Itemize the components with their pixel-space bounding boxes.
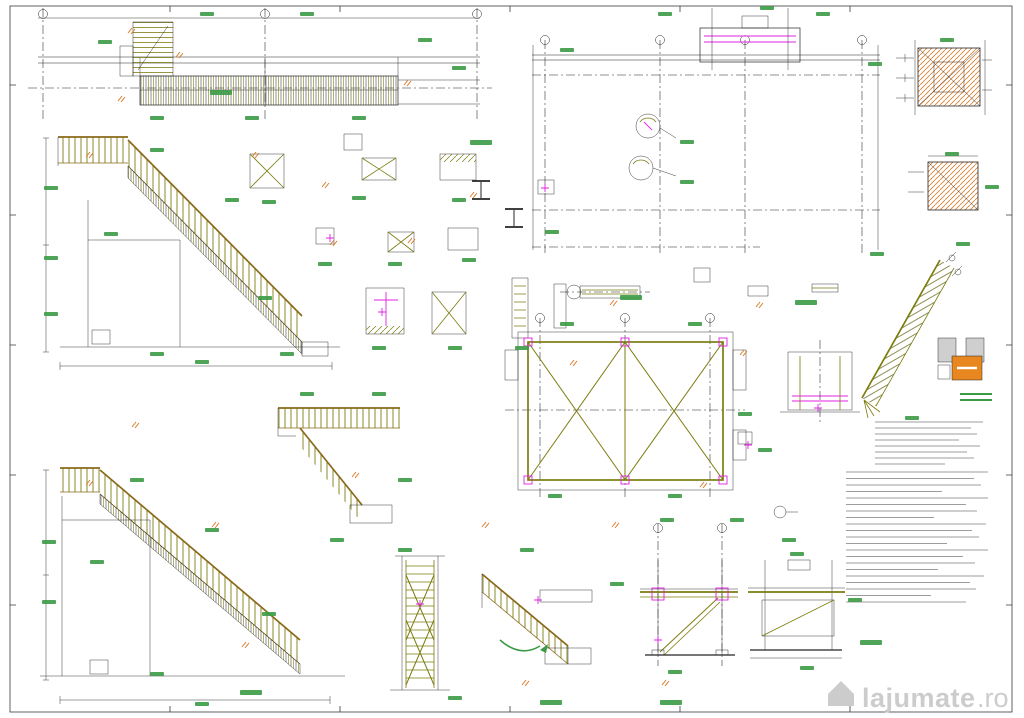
detail-sections-row	[249, 133, 524, 253]
detail-stair-axon	[481, 573, 593, 665]
view-stair-elevation-lower	[40, 467, 345, 704]
watermark-brand: lajumate	[862, 683, 976, 713]
sheet-frame	[9, 5, 1013, 713]
watermark-tld: .ro	[977, 683, 1009, 713]
detail-plate-orange-b	[908, 155, 979, 211]
notes-block	[846, 393, 992, 603]
detail-boxed-right	[780, 340, 860, 422]
detail-posted-frame	[640, 523, 738, 666]
green-dimension-labels	[42, 6, 999, 706]
view-truss-frame	[504, 313, 747, 500]
view-stair-stringer-detail	[861, 251, 963, 419]
detail-columns-beams	[365, 267, 839, 339]
view-stair-plan-mid	[277, 407, 400, 524]
detail-small-clusters	[737, 431, 798, 519]
detail-bearing	[748, 559, 845, 659]
view-stair-elevation-upper	[43, 136, 340, 370]
watermark: lajumate .ro	[828, 681, 1009, 713]
legend-block	[937, 337, 985, 381]
orange-reference-marks	[85, 27, 764, 687]
view-floor-plan-grid	[532, 8, 880, 255]
view-walkway-plan	[28, 8, 492, 122]
house-icon	[828, 681, 854, 706]
detail-ladder	[390, 555, 450, 691]
detail-plate-orange-a	[896, 40, 992, 115]
